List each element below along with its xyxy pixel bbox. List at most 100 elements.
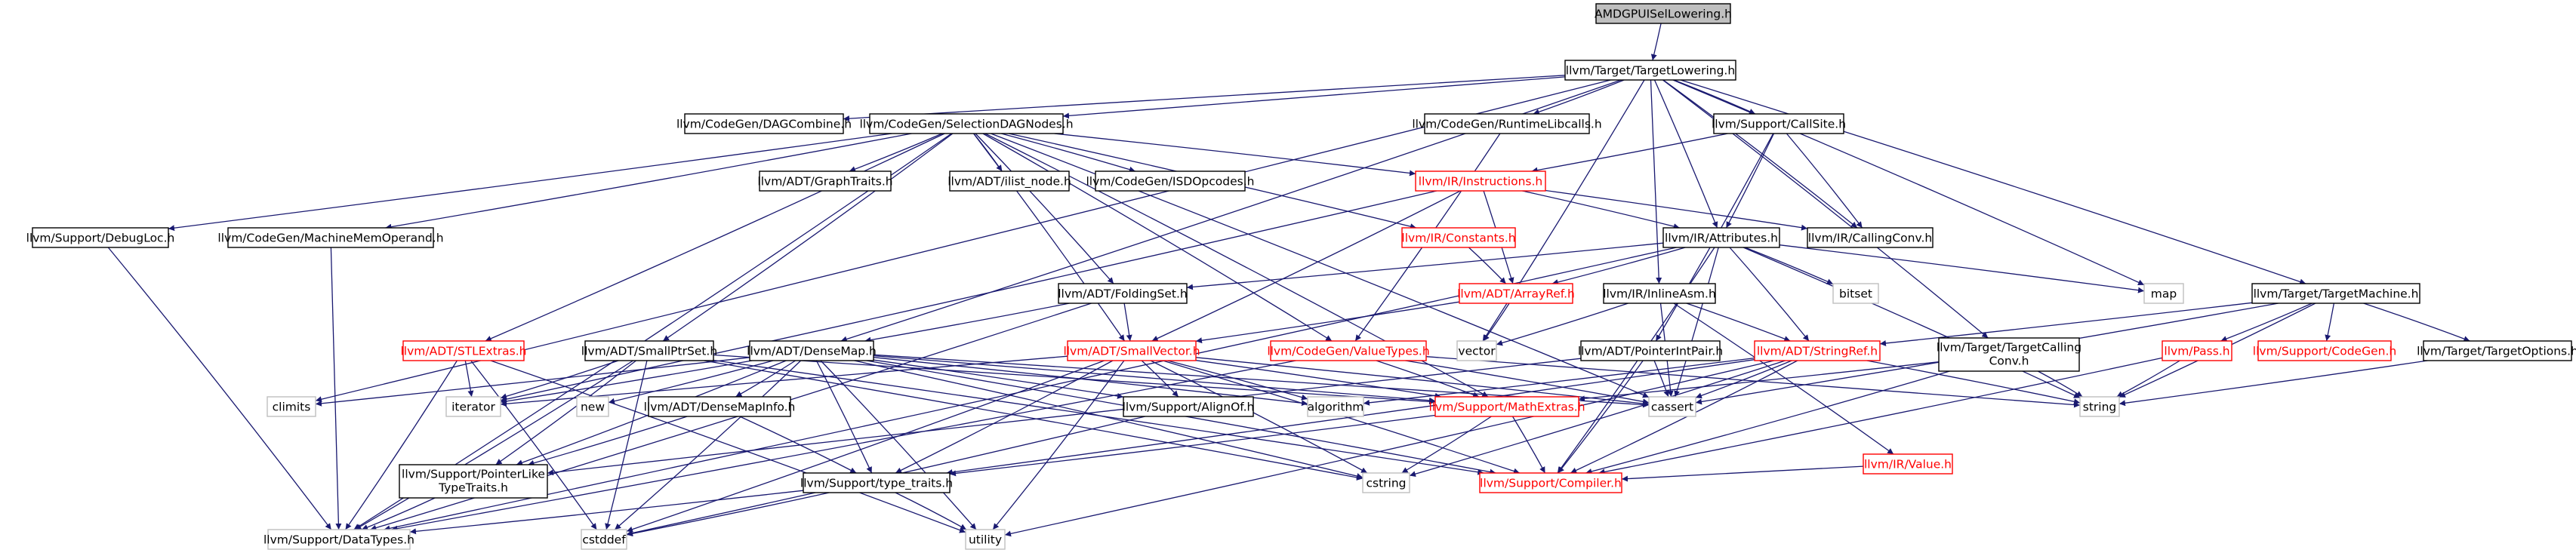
node-label: llvm/CodeGen/SelectionDAGNodes.h — [859, 118, 1073, 131]
node-label: llvm/Support/DataTypes.h — [263, 533, 414, 547]
node-il[interactable]: llvm/ADT/ilist_node.h — [948, 170, 1071, 192]
node-cstddef: cstddef — [581, 529, 627, 550]
node-label: llvm/CodeGen/ISDOpcodes.h — [1086, 175, 1255, 189]
node-stl[interactable]: llvm/ADT/STLExtras.h — [400, 340, 527, 361]
node-vector: vector — [1456, 340, 1497, 361]
node-label: cstddef — [582, 533, 626, 547]
edge-typet-to-cstddef — [626, 492, 830, 537]
edge-sv-to-cassert — [1195, 357, 1650, 407]
node-mmo[interactable]: llvm/CodeGen/MachineMemOperand.h — [217, 227, 444, 248]
edge-dm-to-ao — [873, 359, 1124, 399]
node-label: utility — [969, 533, 1002, 547]
edge-tl-to-map — [1672, 79, 2145, 286]
node-box — [1095, 170, 1246, 192]
node-sdn[interactable]: llvm/CodeGen/SelectionDAGNodes.h — [859, 113, 1074, 134]
node-const[interactable]: llvm/IR/Constants.h — [1401, 227, 1516, 248]
node-tl[interactable]: llvm/Target/TargetLowering.h — [1564, 60, 1736, 81]
node-box — [749, 340, 874, 361]
edge-pass-to-string — [2116, 360, 2180, 398]
node-sv[interactable]: llvm/ADT/SmallVector.h — [1063, 340, 1200, 361]
node-label: llvm/CodeGen/RuntimeLibcalls.h — [1412, 118, 1601, 131]
edge-sdn-to-cassert — [991, 133, 1650, 398]
node-box — [227, 227, 434, 248]
edge-tl-to-ia — [1650, 79, 1662, 284]
edge-sv-to-algorithm — [1167, 360, 1308, 401]
node-label-line: TypeTraits.h — [438, 481, 508, 495]
node-box — [1415, 170, 1546, 192]
node-label: llvm/ADT/SmallPtrSet.h — [581, 345, 717, 358]
node-typet[interactable]: llvm/Support/type_traits.h — [800, 472, 953, 493]
node-inst[interactable]: llvm/IR/Instructions.h — [1415, 170, 1546, 192]
edge-typet-to-dt — [409, 490, 804, 535]
edge-attr-to-sr — [1729, 247, 1810, 342]
node-label: map — [2151, 287, 2177, 301]
node-sr[interactable]: llvm/ADT/StringRef.h — [1754, 340, 1881, 361]
node-label: llvm/Support/MathExtras.h — [1428, 401, 1585, 414]
edge-sdn-to-sv — [972, 133, 1126, 342]
node-tto[interactable]: llvm/Target/TargetOptions.h — [2417, 340, 2576, 361]
node-bitset: bitset — [1832, 283, 1879, 304]
node-scg[interactable]: llvm/Support/CodeGen.h — [2253, 340, 2396, 361]
node-box — [399, 464, 548, 499]
node-box — [1603, 283, 1716, 304]
node-fs[interactable]: llvm/ADT/FoldingSet.h — [1058, 283, 1188, 304]
node-box — [1424, 113, 1590, 134]
edge-dl-to-dt — [107, 247, 332, 530]
node-box — [648, 396, 791, 417]
node-ar[interactable]: llvm/ADT/ArrayRef.h — [1457, 283, 1575, 304]
node-isd[interactable]: llvm/CodeGen/ISDOpcodes.h — [1086, 170, 1255, 192]
node-pass[interactable]: llvm/Pass.h — [2162, 340, 2232, 361]
node-label: AMDGPUISelLowering.h — [1595, 8, 1732, 21]
node-box — [1456, 340, 1497, 361]
edge-sr-to-cstring — [1409, 360, 1786, 478]
node-box — [2162, 340, 2232, 361]
edge-attr-to-map — [1779, 244, 2145, 293]
node-box — [1580, 340, 1721, 361]
node-tm[interactable]: llvm/Target/TargetMachine.h — [2251, 283, 2420, 304]
node-cs[interactable]: llvm/Support/CallSite.h — [1712, 113, 1846, 134]
node-sps[interactable]: llvm/ADT/SmallPtrSet.h — [581, 340, 717, 361]
node-attr[interactable]: llvm/IR/Attributes.h — [1662, 227, 1780, 248]
node-rtl[interactable]: llvm/CodeGen/RuntimeLibcalls.h — [1412, 113, 1602, 134]
node-ao[interactable]: llvm/Support/AlignOf.h — [1123, 396, 1255, 417]
node-box — [759, 170, 892, 192]
node-dm[interactable]: llvm/ADT/DenseMap.h — [747, 340, 877, 361]
edge-sdn-to-dl — [168, 133, 892, 232]
node-dagc[interactable]: llvm/CodeGen/DAGCombine.h — [676, 113, 852, 134]
edge-sr-to-string — [1866, 360, 2081, 405]
node-ia[interactable]: llvm/IR/InlineAsm.h — [1603, 283, 1716, 304]
edge-me-to-cstring — [1401, 416, 1492, 474]
node-box — [1938, 337, 2080, 372]
edge-me-to-typet — [949, 414, 1436, 477]
edge-plt-to-dt — [361, 497, 436, 530]
edge-cs-to-inst — [1531, 133, 1728, 174]
node-me[interactable]: llvm/Support/MathExtras.h — [1428, 396, 1585, 417]
node-label: llvm/IR/Value.h — [1864, 458, 1952, 471]
node-label: llvm/ADT/PointerIntPair.h — [1578, 345, 1723, 358]
edge-sdn-to-stl — [485, 133, 945, 342]
node-box — [869, 113, 1064, 134]
node-box — [584, 340, 714, 361]
node-dl[interactable]: llvm/Support/DebugLoc.h — [26, 227, 175, 248]
node-box — [1832, 283, 1879, 304]
edge-ia-to-val — [1673, 303, 1894, 455]
node-algorithm: algorithm — [1307, 396, 1364, 417]
node-label: llvm/ADT/DenseMapInfo.h — [644, 401, 796, 414]
node-dmi[interactable]: llvm/ADT/DenseMapInfo.h — [644, 396, 796, 417]
node-label: llvm/ADT/STLExtras.h — [400, 345, 526, 358]
node-vt[interactable]: llvm/CodeGen/ValueTypes.h — [1267, 340, 1430, 361]
edge-dm-to-dmi — [735, 360, 796, 398]
node-box — [1362, 472, 1410, 493]
node-pip[interactable]: llvm/ADT/PointerIntPair.h — [1578, 340, 1723, 361]
edge-tl-to-rtl — [1533, 79, 1625, 115]
node-comp[interactable]: llvm/Support/Compiler.h — [1479, 472, 1622, 493]
edge-tl-to-vector — [1482, 79, 1645, 342]
node-cc[interactable]: llvm/IR/CallingConv.h — [1807, 227, 1934, 248]
node-label: llvm/Support/Compiler.h — [1480, 477, 1622, 490]
node-val[interactable]: llvm/IR/Value.h — [1863, 453, 1953, 475]
node-gt[interactable]: llvm/ADT/GraphTraits.h — [757, 170, 893, 192]
edge-dmi-to-plt — [528, 416, 688, 466]
edge-dm-to-cstring — [854, 360, 1363, 479]
